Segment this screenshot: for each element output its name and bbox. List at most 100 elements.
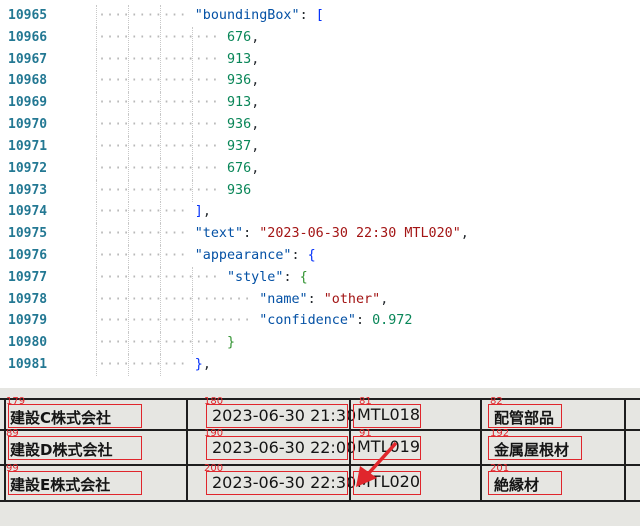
code-token: "boundingBox": [194, 8, 300, 23]
indent-guide: [192, 135, 193, 158]
code-token: :: [307, 291, 324, 307]
ocr-box-index-label: 190: [204, 428, 224, 439]
table-cell-code: MTL018: [357, 405, 421, 424]
whitespace-markers: ···········: [98, 226, 195, 242]
code-text: ··············· 937,: [98, 138, 259, 156]
whitespace-markers: ···················: [98, 291, 260, 307]
indent-guide: [96, 135, 97, 158]
code-line[interactable]: 10978··················· "name": "other"…: [0, 288, 640, 311]
code-line[interactable]: 10971 ··············· 937,: [0, 135, 640, 158]
code-line[interactable]: 10979··················· "confidence": 0…: [0, 310, 640, 333]
code-line[interactable]: 10974··········· ],: [0, 201, 640, 224]
indent-guide: [192, 48, 193, 71]
ocr-bounding-box: [353, 404, 421, 428]
table-cell-category: 配管部品: [494, 409, 555, 427]
code-text: ··············· 913,: [98, 94, 259, 112]
indent-guide: [128, 26, 129, 49]
whitespace-markers: ···············: [98, 73, 227, 89]
indent-guide: [128, 266, 129, 289]
line-number: 10969: [8, 95, 48, 111]
line-number: 10975: [8, 226, 48, 242]
whitespace-markers: ···············: [98, 269, 227, 285]
indent-guide: [160, 179, 161, 202]
code-line[interactable]: 10980··············· }: [0, 332, 640, 355]
code-editor[interactable]: 10965··········· "boundingBox": [10966··…: [0, 0, 640, 388]
indent-guide: [128, 135, 129, 158]
code-line[interactable]: 10973 ··············· 936: [0, 179, 640, 202]
code-token: ,: [202, 204, 211, 220]
indent-guide: [128, 245, 129, 268]
code-line[interactable]: 10977··············· "style": {: [0, 266, 640, 289]
table-cell-code: MTL019: [357, 437, 421, 456]
whitespace-markers: ···············: [98, 138, 227, 154]
indent-guide: [192, 70, 193, 93]
ocr-box-index-label: 201: [490, 463, 510, 474]
code-line[interactable]: 10966··············· 676,: [0, 26, 640, 49]
table-cell-datetime: 2023-06-30 22:30: [212, 473, 357, 492]
indent-guide: [96, 157, 97, 180]
code-line[interactable]: 10969 ··············· 913,: [0, 92, 640, 115]
ocr-bounding-box: [206, 404, 348, 428]
code-line[interactable]: 10965··········· "boundingBox": [: [0, 5, 640, 27]
ocr-bounding-box: [488, 436, 582, 460]
code-token: 936: [227, 182, 252, 198]
code-line[interactable]: 10968··············· 936,: [0, 70, 640, 93]
indent-guide: [128, 179, 129, 202]
code-text: ··········· "appearance": {: [98, 247, 316, 265]
indent-guide: [96, 332, 97, 355]
code-token: ,: [251, 117, 260, 133]
ocr-bounding-box: [8, 436, 142, 460]
line-number: 10981: [8, 357, 48, 373]
code-line[interactable]: 10981··········· },: [0, 354, 640, 377]
indent-guide: [192, 114, 193, 137]
indent-guide: [128, 92, 129, 115]
code-token: ,: [251, 95, 260, 111]
code-line[interactable]: 10967··············· 913,: [0, 48, 640, 71]
code-token: 913: [227, 95, 252, 111]
table-row-divider: [0, 464, 640, 466]
indent-guide: [192, 288, 193, 311]
table-cell-company: 建設C株式会社: [10, 409, 112, 427]
code-token: "other": [323, 291, 381, 307]
code-token: ,: [202, 357, 211, 373]
code-text: ··············· 936: [98, 182, 251, 200]
indent-guide: [128, 48, 129, 71]
indent-guide: [160, 70, 161, 93]
indent-guide: [192, 310, 193, 333]
line-number: 10977: [8, 269, 48, 285]
code-token: {: [307, 248, 316, 264]
code-token: 937: [227, 138, 252, 154]
table-cell-company: 建設D株式会社: [10, 441, 113, 459]
indent-guide: [96, 266, 97, 289]
code-line[interactable]: 10970··············· 936,: [0, 114, 640, 137]
whitespace-markers: ···············: [98, 117, 227, 133]
ocr-box-index-label: 91: [359, 428, 372, 439]
whitespace-markers: ···············: [98, 182, 227, 198]
code-token: 936: [227, 117, 252, 133]
code-token: "text": [194, 226, 244, 242]
indent-guide: [192, 266, 193, 289]
indent-guide: [96, 201, 97, 224]
code-line[interactable]: 10975··········· "text": "2023-06-30 22:…: [0, 223, 640, 246]
whitespace-markers: ···········: [98, 8, 195, 23]
code-token: "style": [227, 269, 284, 285]
table-row-divider: [0, 429, 640, 431]
code-line[interactable]: 10976··········· "appearance": {: [0, 245, 640, 268]
indent-guide: [160, 135, 161, 158]
red-arrow-icon: [356, 441, 398, 487]
whitespace-markers: ···········: [98, 248, 195, 264]
code-line[interactable]: 10972··············· 676,: [0, 157, 640, 180]
line-number: 10967: [8, 51, 48, 67]
code-token: :: [243, 226, 260, 242]
table-col-divider: [4, 398, 6, 502]
code-text: ··········· "boundingBox": [: [98, 7, 324, 25]
indent-guide: [128, 5, 129, 27]
code-token: "appearance": [194, 248, 292, 264]
code-token: ,: [251, 160, 260, 176]
line-number: 10973: [8, 182, 48, 198]
line-number: 10971: [8, 138, 48, 154]
code-token: ,: [251, 138, 260, 154]
indent-guide: [128, 310, 129, 333]
table-col-divider: [349, 398, 351, 502]
ocr-box-index-label: 192: [490, 428, 510, 439]
